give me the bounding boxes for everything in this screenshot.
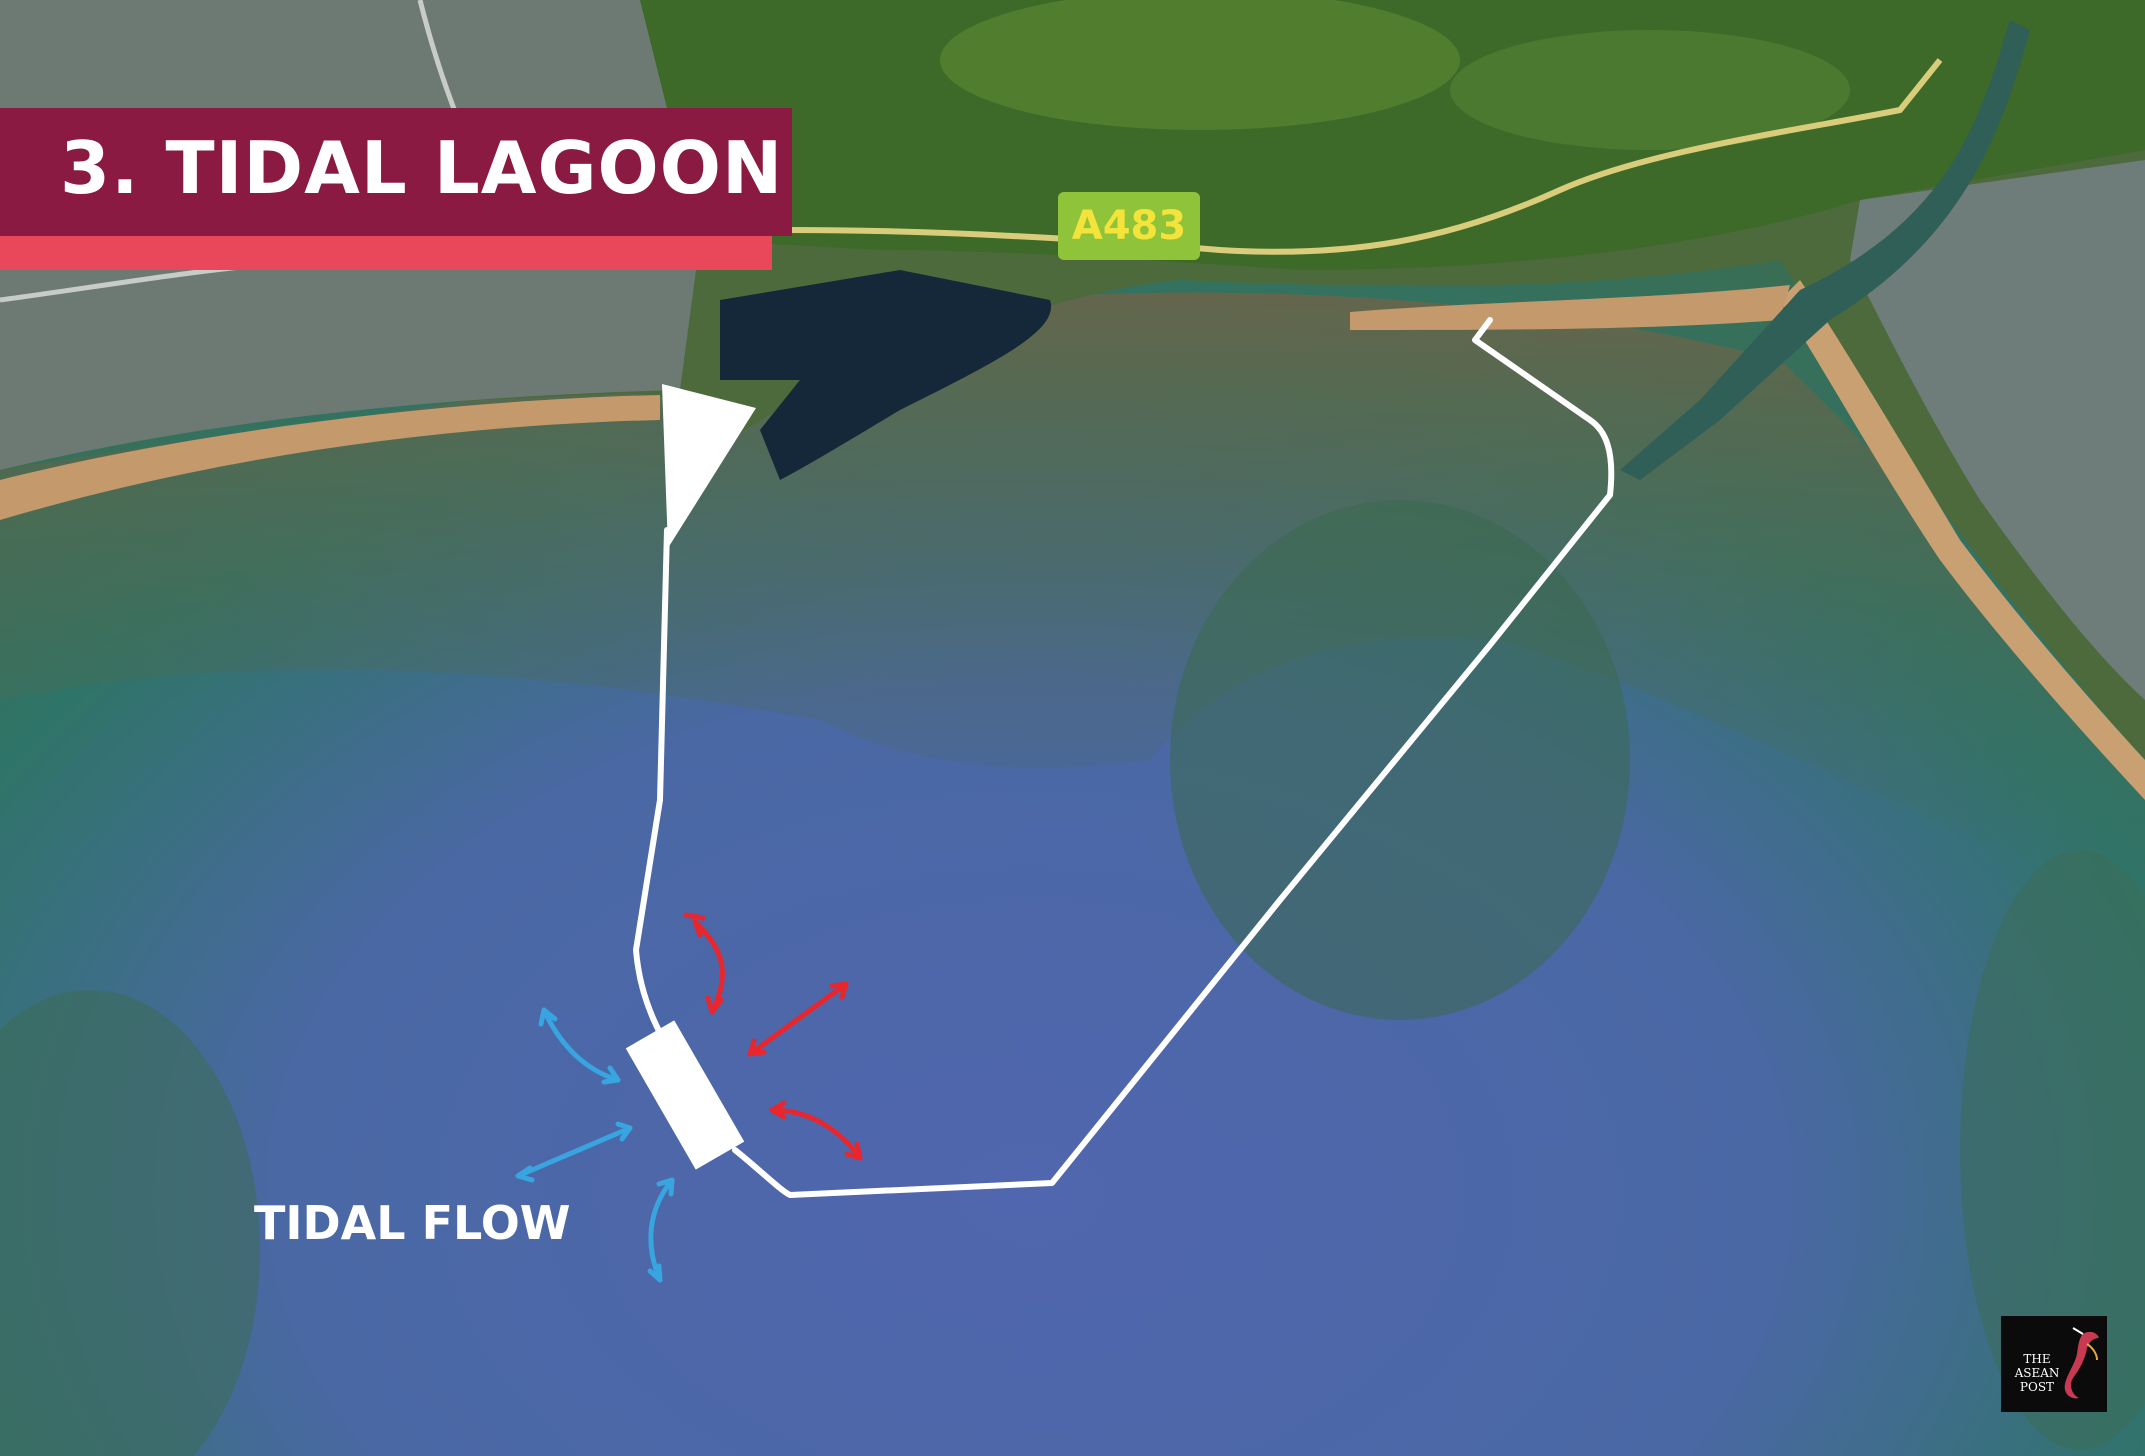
double-arrow-icon <box>515 1121 633 1183</box>
beach-left <box>0 395 660 520</box>
title-banner: 3. TIDAL LAGOON <box>0 108 792 270</box>
road-label: A483 <box>1058 192 1200 260</box>
title-banner-stripe <box>0 236 772 270</box>
shallow-bank <box>1170 500 1630 1020</box>
double-arrow-icon <box>769 1100 863 1161</box>
urban-area-right <box>1850 160 2145 700</box>
asean-post-logo: THE ASEAN POST <box>2001 1316 2107 1412</box>
hill-patch <box>940 0 1460 130</box>
double-arrow-icon <box>647 1177 675 1283</box>
logo-text: THE ASEAN POST <box>2014 1352 2060 1394</box>
double-arrow-icon <box>747 981 849 1057</box>
shallow-right <box>1960 850 2145 1450</box>
breakwater-head <box>662 384 756 548</box>
shallow-left <box>0 990 260 1456</box>
turbine-house-icon <box>625 1020 745 1170</box>
double-arrow-icon <box>538 1007 621 1085</box>
double-arrow-icon <box>683 912 725 1015</box>
docks-water <box>720 270 1052 480</box>
hill-patch <box>1450 30 1850 150</box>
title-banner-background <box>0 108 792 236</box>
hummingbird-logo-icon <box>2064 1327 2099 1399</box>
a483-road <box>789 58 1943 255</box>
page-title: 3. TIDAL LAGOON <box>60 126 784 210</box>
beach-right <box>1780 280 2145 800</box>
beach-centre <box>1350 285 1790 330</box>
tidal-flow-label: TIDAL FLOW <box>254 1196 571 1250</box>
